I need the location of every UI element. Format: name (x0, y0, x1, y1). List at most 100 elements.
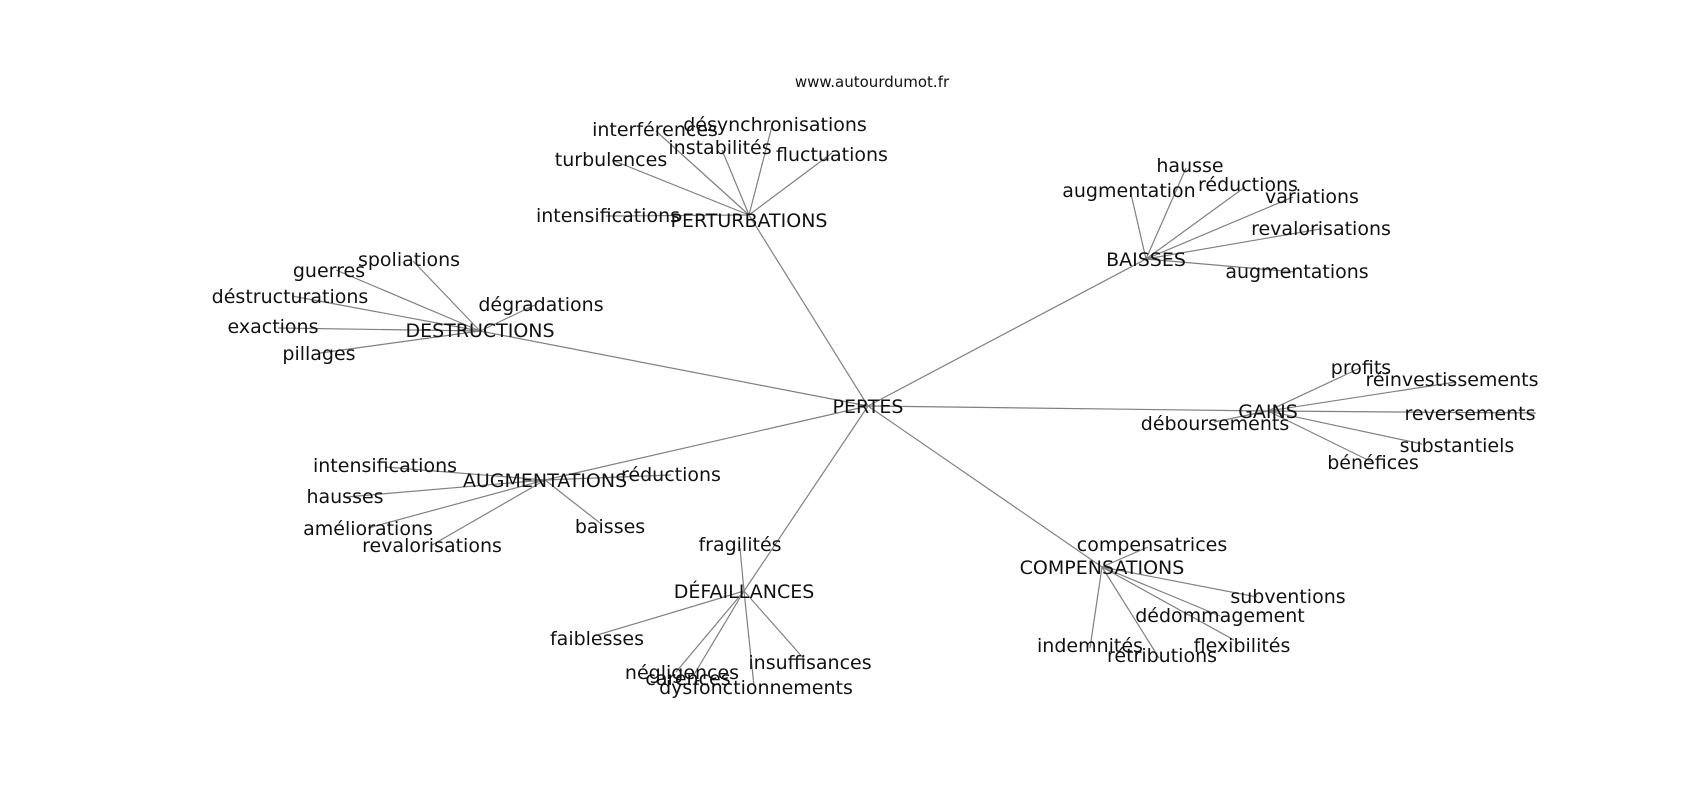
hub-node-destructions[interactable]: DESTRUCTIONS (405, 320, 554, 342)
word-node-baisses-2[interactable]: augmentation (1062, 180, 1195, 202)
edge-defaillances-3 (691, 590, 745, 679)
edge-defaillances-5 (743, 590, 755, 687)
edge-gains-1 (1267, 381, 1457, 412)
edge-defaillances-0 (739, 547, 745, 592)
edge-compensations-3 (1089, 566, 1103, 649)
edge-pertes-compensations (867, 405, 1103, 568)
edge-gains-0 (1267, 367, 1361, 412)
edge-destructions-3 (479, 303, 538, 332)
hub-node-gains[interactable]: GAINS (1238, 401, 1298, 423)
edge-perturbations-2 (721, 149, 750, 216)
edge-compensations-1 (1101, 566, 1258, 598)
edge-baisses-0 (1145, 167, 1187, 260)
word-node-gains-2[interactable]: reversements (1404, 403, 1535, 425)
hub-node-baisses[interactable]: BAISSES (1106, 249, 1186, 271)
word-node-gains-1[interactable]: réinvestissements (1365, 369, 1538, 391)
edge-defaillances-4 (743, 590, 806, 661)
edge-perturbations-3 (748, 152, 833, 216)
word-node-compensations-1[interactable]: subventions (1230, 586, 1345, 608)
edge-compensations-2 (1101, 566, 1221, 617)
word-node-destructions-4[interactable]: exactions (228, 316, 319, 338)
word-node-destructions-1[interactable]: guerres (293, 260, 365, 282)
word-node-augmentations-2[interactable]: hausses (306, 486, 383, 508)
word-node-baisses-1[interactable]: réductions (1198, 174, 1298, 196)
word-node-augmentations-0[interactable]: intensifications (313, 455, 457, 477)
edge-baisses-5 (1145, 258, 1296, 273)
word-node-baisses-5[interactable]: augmentations (1225, 261, 1368, 283)
word-node-compensations-0[interactable]: compensatrices (1077, 534, 1228, 556)
word-node-defaillances-3[interactable]: carences (645, 668, 730, 690)
word-node-gains-0[interactable]: profits (1331, 357, 1391, 379)
word-node-defaillances-2[interactable]: négligences (625, 662, 739, 684)
word-node-defaillances-5[interactable]: dysfonctionnements (659, 677, 853, 699)
edge-baisses-3 (1145, 196, 1294, 260)
edge-augmentations-5 (544, 479, 601, 524)
word-node-perturbations-2[interactable]: instabilités (668, 137, 771, 159)
edge-destructions-4 (277, 327, 481, 332)
word-node-baisses-3[interactable]: variations (1265, 186, 1359, 208)
edge-destructions-0 (412, 260, 481, 332)
word-node-compensations-4[interactable]: flexibilités (1194, 635, 1291, 657)
edge-pertes-augmentations (544, 405, 869, 481)
word-node-gains-4[interactable]: substantiels (1400, 435, 1515, 457)
edge-destructions-5 (319, 330, 481, 354)
edge-perturbations-1 (655, 130, 750, 216)
word-node-gains-3[interactable]: déboursements (1141, 413, 1289, 435)
word-node-augmentations-1[interactable]: réductions (621, 464, 721, 486)
hub-node-perturbations[interactable]: PERTURBATIONS (671, 210, 828, 232)
edge-layer (277, 125, 1537, 687)
edge-augmentations-0 (384, 466, 546, 481)
edge-gains-2 (1267, 410, 1537, 414)
edge-compensations-4 (1101, 566, 1235, 641)
word-node-baisses-4[interactable]: revalorisations (1251, 218, 1391, 240)
word-node-perturbations-1[interactable]: interférences (592, 119, 718, 141)
word-node-destructions-2[interactable]: déstructurations (212, 286, 369, 308)
edge-augmentations-4 (431, 479, 546, 546)
edge-pertes-defaillances (743, 405, 869, 592)
edge-augmentations-2 (345, 479, 546, 498)
edge-augmentations-1 (544, 474, 672, 481)
word-node-destructions-5[interactable]: pillages (282, 343, 355, 365)
edge-gains-5 (1267, 410, 1375, 464)
word-node-defaillances-1[interactable]: faiblesses (550, 628, 644, 650)
word-node-defaillances-4[interactable]: insuffisances (748, 652, 871, 674)
word-node-perturbations-3[interactable]: fluctuations (776, 144, 888, 166)
word-node-perturbations-5[interactable]: intensifications (536, 205, 680, 227)
edge-defaillances-1 (593, 590, 745, 637)
edge-gains-3 (1213, 410, 1269, 423)
edge-perturbations-0 (748, 125, 773, 216)
hub-node-defaillances[interactable]: DÉFAILLANCES (674, 580, 815, 603)
edge-pertes-gains (867, 405, 1269, 412)
label-layer: désynchronisationsinterférencesinstabili… (212, 114, 1539, 699)
hub-node-compensations[interactable]: COMPENSATIONS (1020, 557, 1185, 579)
edge-gains-4 (1267, 410, 1423, 445)
word-node-destructions-0[interactable]: spoliations (358, 249, 460, 271)
word-node-baisses-0[interactable]: hausse (1156, 155, 1223, 177)
edge-defaillances-2 (675, 590, 745, 673)
word-node-augmentations-4[interactable]: revalorisations (362, 535, 502, 557)
edge-compensations-5 (1101, 566, 1160, 659)
edge-perturbations-5 (605, 214, 750, 217)
word-node-perturbations-4[interactable]: turbulences (555, 149, 667, 171)
word-node-perturbations-0[interactable]: désynchronisations (683, 114, 867, 136)
word-node-compensations-5[interactable]: rétributions (1107, 645, 1217, 667)
center-node-pertes[interactable]: PERTES (833, 396, 904, 418)
edge-baisses-1 (1145, 186, 1246, 260)
word-node-compensations-3[interactable]: indemnités (1037, 635, 1143, 657)
hub-node-augmentations[interactable]: AUGMENTATIONS (463, 470, 627, 492)
edge-augmentations-3 (367, 479, 546, 529)
edge-baisses-2 (1130, 193, 1147, 260)
word-node-augmentations-3[interactable]: améliorations (303, 518, 433, 540)
edge-destructions-2 (291, 295, 481, 332)
edge-baisses-4 (1145, 228, 1321, 260)
word-node-compensations-2[interactable]: dédommagement (1135, 605, 1305, 627)
edge-compensations-0 (1101, 546, 1149, 568)
edge-pertes-baisses (867, 258, 1147, 407)
word-node-defaillances-0[interactable]: fragilités (698, 534, 781, 556)
word-node-gains-5[interactable]: bénéfices (1327, 452, 1418, 474)
word-node-destructions-3[interactable]: dégradations (478, 294, 603, 316)
edge-perturbations-4 (611, 159, 750, 216)
word-node-augmentations-5[interactable]: baisses (575, 516, 645, 538)
edge-destructions-1 (335, 269, 481, 332)
